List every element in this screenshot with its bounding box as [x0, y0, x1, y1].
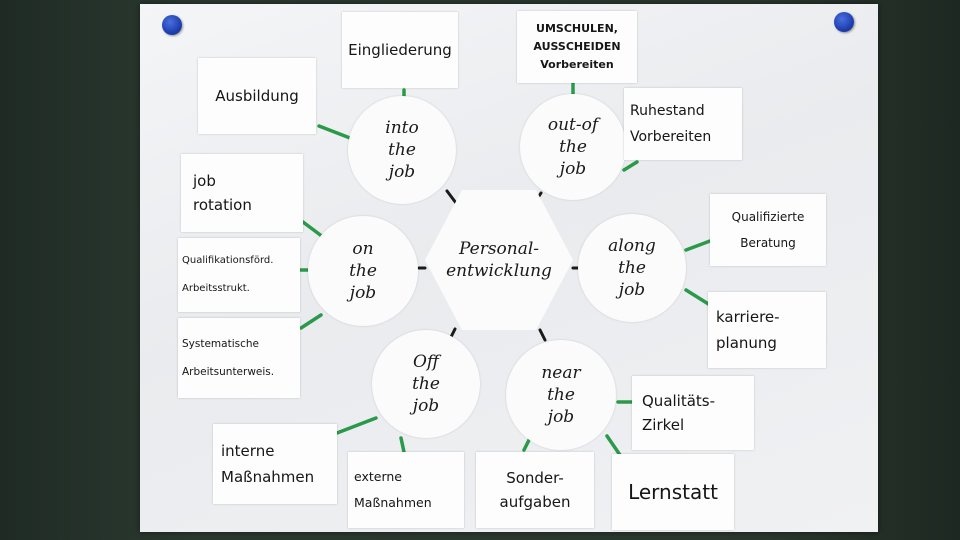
- hub-connector: [538, 328, 547, 342]
- hub-label: on the job: [349, 239, 377, 303]
- hub-connector: [445, 189, 458, 205]
- card-qualifizierte-beratung: Qualifizierte Beratung: [710, 194, 826, 266]
- hub-label: along the job: [608, 236, 656, 300]
- card-job-rotation: job rotation: [181, 154, 303, 232]
- hub-label: into the job: [385, 118, 419, 182]
- card-umschulen: UMSCHULEN, AUSSCHEIDEN Vorbereiten: [517, 11, 637, 83]
- pin-icon: [162, 15, 182, 35]
- card-systematische: Systematische Arbeitsunterweis.: [178, 318, 300, 398]
- green-connector: [399, 436, 406, 454]
- green-connector: [684, 288, 712, 307]
- card-karriereplanung: karriere- planung: [708, 292, 826, 368]
- green-connector: [605, 434, 622, 457]
- card-qualifikationsfoerd: Qualifikationsförd. Arbeitsstrukt.: [178, 238, 300, 312]
- hub-along-the-job: along the job: [578, 214, 686, 322]
- hub-near-the-job: near the job: [506, 340, 616, 450]
- green-connector: [522, 438, 531, 452]
- hub-on-the-job: on the job: [308, 216, 418, 326]
- card-ruhestand: Ruhestand Vorbereiten: [624, 88, 742, 160]
- pin-icon: [834, 12, 854, 32]
- green-connector: [335, 416, 378, 435]
- hub-label: Off the job: [412, 352, 440, 416]
- card-sonderaufgaben: Sonder- aufgaben: [476, 452, 594, 528]
- card-interne-massnahmen: interne Maßnahmen: [213, 424, 337, 504]
- green-connector: [684, 239, 712, 252]
- card-qualitaetszirkel: Qualitäts- Zirkel: [632, 376, 754, 450]
- hub-out-of-the-job: out-of the job: [520, 94, 626, 200]
- hub-label: out-of the job: [547, 115, 599, 179]
- card-ausbildung: Ausbildung: [198, 58, 316, 134]
- card-eingliederung: Eingliederung: [342, 12, 458, 88]
- green-connector: [622, 160, 639, 172]
- card-lernstatt: Lernstatt: [612, 454, 734, 530]
- card-externe-massnahmen: externe Maßnahmen: [348, 452, 464, 528]
- hub-label: near the job: [541, 363, 581, 427]
- hub-off-the-job: Off the job: [372, 330, 480, 438]
- green-connector: [301, 220, 325, 239]
- green-connector: [317, 124, 352, 140]
- center-label: Personal- entwicklung: [446, 239, 552, 281]
- hub-into-the-job: into the job: [348, 96, 456, 204]
- green-connector: [299, 313, 323, 330]
